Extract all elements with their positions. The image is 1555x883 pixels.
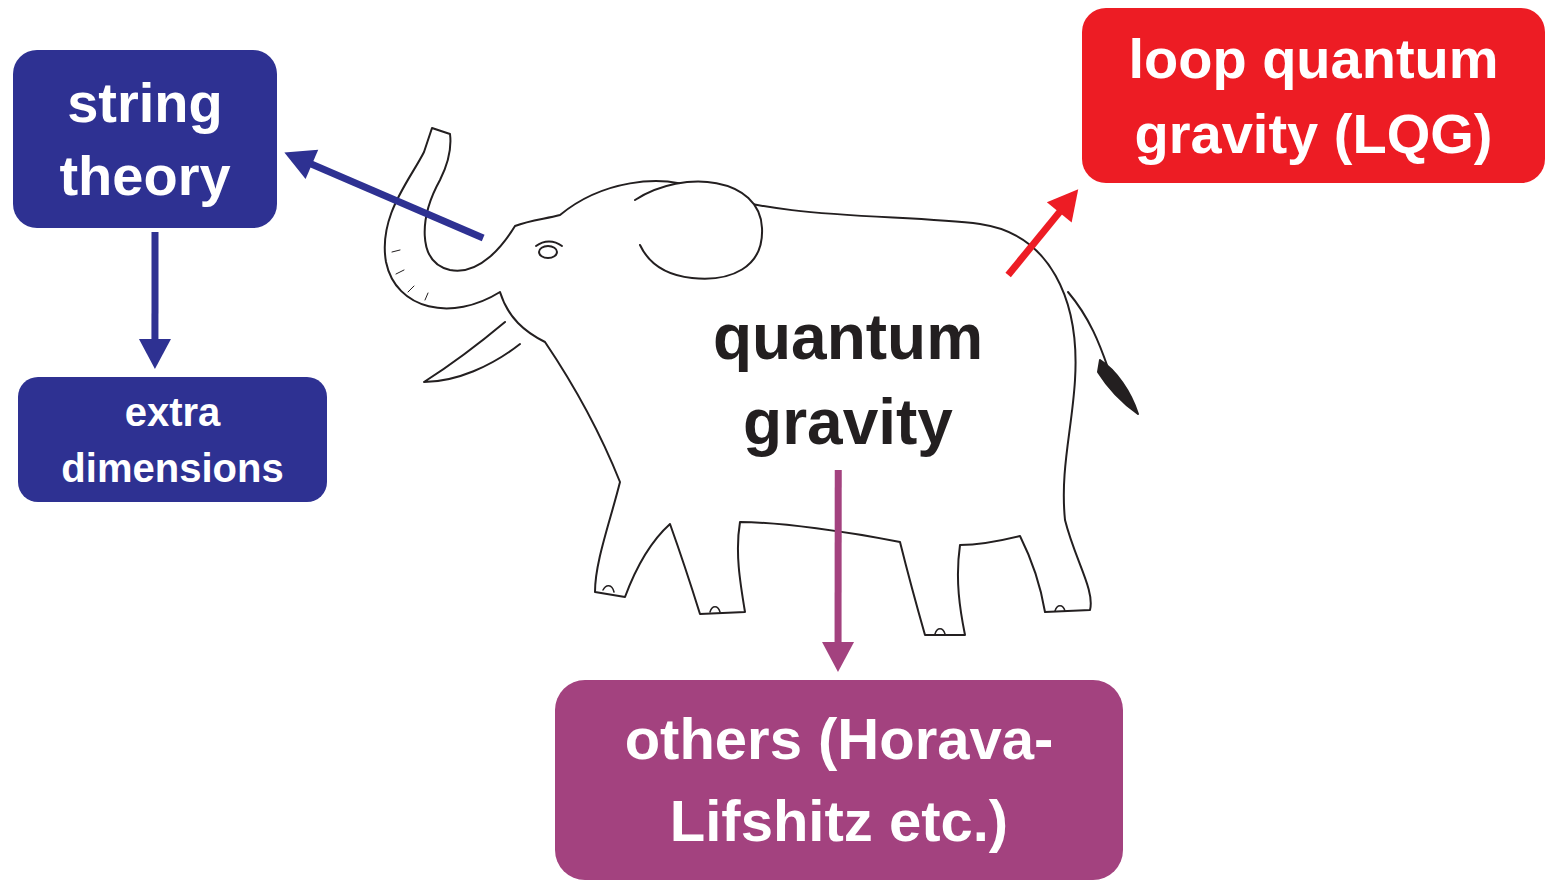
connector-arrow <box>1008 189 1078 275</box>
arrow-head <box>284 150 318 179</box>
consequence-box: extra dimensions <box>18 377 327 502</box>
node-text: others (Horava- Lifshitz etc.) <box>579 698 1099 862</box>
node-text: extra dimensions <box>32 384 313 496</box>
connector-line <box>151 232 158 341</box>
connector-line <box>835 470 842 644</box>
arrow-head <box>822 642 854 672</box>
arrow-head <box>1047 189 1078 222</box>
connector-arrow <box>822 470 854 672</box>
theory-box: others (Horava- Lifshitz etc.) <box>555 680 1123 880</box>
elephant-eyelid <box>536 242 562 247</box>
elephant-tail-tuft <box>1098 360 1138 414</box>
connector-line <box>310 164 483 239</box>
node-text: loop quantum gravity (LQG) <box>1102 21 1525 171</box>
elephant-ear <box>635 182 762 279</box>
theory-box: string theory <box>13 50 277 228</box>
elephant-body <box>385 128 1091 635</box>
elephant-label: quantum gravity <box>378 120 1140 640</box>
elephant-trunk-lines <box>392 250 428 300</box>
node-text: string theory <box>31 66 259 212</box>
arrow-head <box>139 339 171 369</box>
connector-arrow <box>284 150 483 238</box>
elephant-toes <box>603 586 1065 634</box>
connector-line <box>1008 211 1060 275</box>
elephant-tusk <box>424 322 520 382</box>
node-text: quantum gravity <box>683 295 1013 465</box>
theory-box: loop quantum gravity (LQG) <box>1082 8 1545 183</box>
elephant-eye <box>539 246 557 258</box>
connector-arrow <box>139 232 171 369</box>
